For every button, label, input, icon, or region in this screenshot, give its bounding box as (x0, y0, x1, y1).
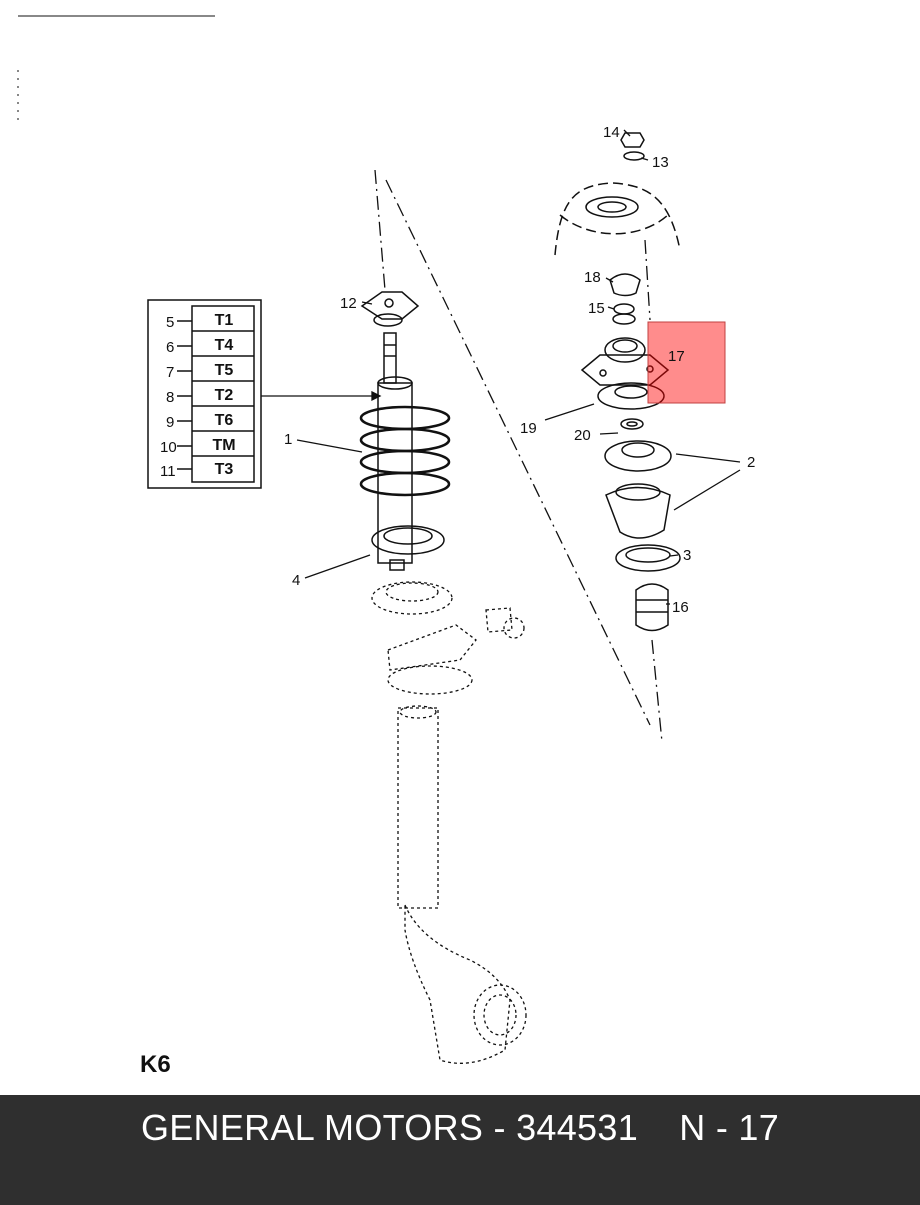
part-label-13: 13 (652, 154, 669, 171)
part-label-12: 12 (340, 295, 357, 312)
table-codes: T1 T4 T5 T2 T6 TM T3 (212, 312, 235, 478)
table-num: 7 (166, 364, 174, 381)
lower-spring-seat (371, 525, 445, 555)
table-code: T6 (215, 412, 234, 429)
part-label-16: 16 (672, 599, 689, 616)
top-mount-part-17 (580, 337, 670, 386)
shock-absorber-part-1 (377, 332, 413, 571)
footer-caption: GENERAL MOTORS - 344531 N - 17 (140, 1107, 780, 1148)
lower-strut-assembly (371, 581, 527, 1064)
boot-part-16 (635, 583, 669, 632)
part-label-19: 19 (520, 420, 537, 437)
leader-lines (261, 129, 741, 605)
table-num: 8 (166, 389, 174, 406)
table-num: 11 (160, 463, 176, 480)
highlight-box (647, 321, 726, 404)
spring-seat-part-3 (615, 544, 681, 572)
footer-bar: GENERAL MOTORS - 344531 N - 17 (0, 1095, 920, 1205)
upper-mount-part-12 (360, 291, 420, 327)
coil-spring (359, 405, 451, 497)
table-code: TM (212, 437, 235, 454)
table-code: T5 (215, 362, 234, 379)
part-label-3: 3 (683, 547, 691, 564)
bearing-part-2 (604, 440, 672, 472)
diagram-code: K6 (140, 1051, 171, 1078)
table-num: 10 (160, 439, 177, 456)
washer-part-20 (620, 418, 644, 430)
parts-code-table (147, 299, 262, 489)
strut-cover (554, 182, 681, 256)
table-code: T4 (215, 337, 234, 354)
table-code: T2 (215, 387, 234, 404)
bump-stop-part-2 (605, 483, 671, 539)
part-label-15: 15 (588, 300, 605, 317)
table-num: 9 (166, 414, 174, 431)
part-label-4: 4 (292, 572, 300, 589)
nut-part-15 (612, 303, 636, 325)
nut-part-14 (620, 132, 645, 148)
cap-part-18 (609, 273, 641, 297)
table-code: T1 (215, 312, 234, 329)
guide-lines (374, 169, 663, 743)
table-num: 5 (166, 314, 174, 331)
part-label-20: 20 (574, 427, 591, 444)
part-label-14: 14 (603, 124, 620, 141)
table-num: 6 (166, 339, 174, 356)
table-numbers: 5 6 7 8 9 10 11 (160, 314, 177, 480)
bearing-plate-part-19 (597, 382, 665, 410)
part-label-2: 2 (747, 454, 755, 471)
table-code: T3 (215, 461, 234, 478)
part-label-18: 18 (584, 269, 601, 286)
part-label-17: 17 (668, 348, 685, 365)
exploded-strut-diagram: T1 T4 T5 T2 T6 TM T3 5 6 7 8 9 10 11 1 2… (17, 15, 755, 1078)
part-label-1: 1 (284, 431, 292, 448)
washer-part-13 (623, 151, 645, 161)
